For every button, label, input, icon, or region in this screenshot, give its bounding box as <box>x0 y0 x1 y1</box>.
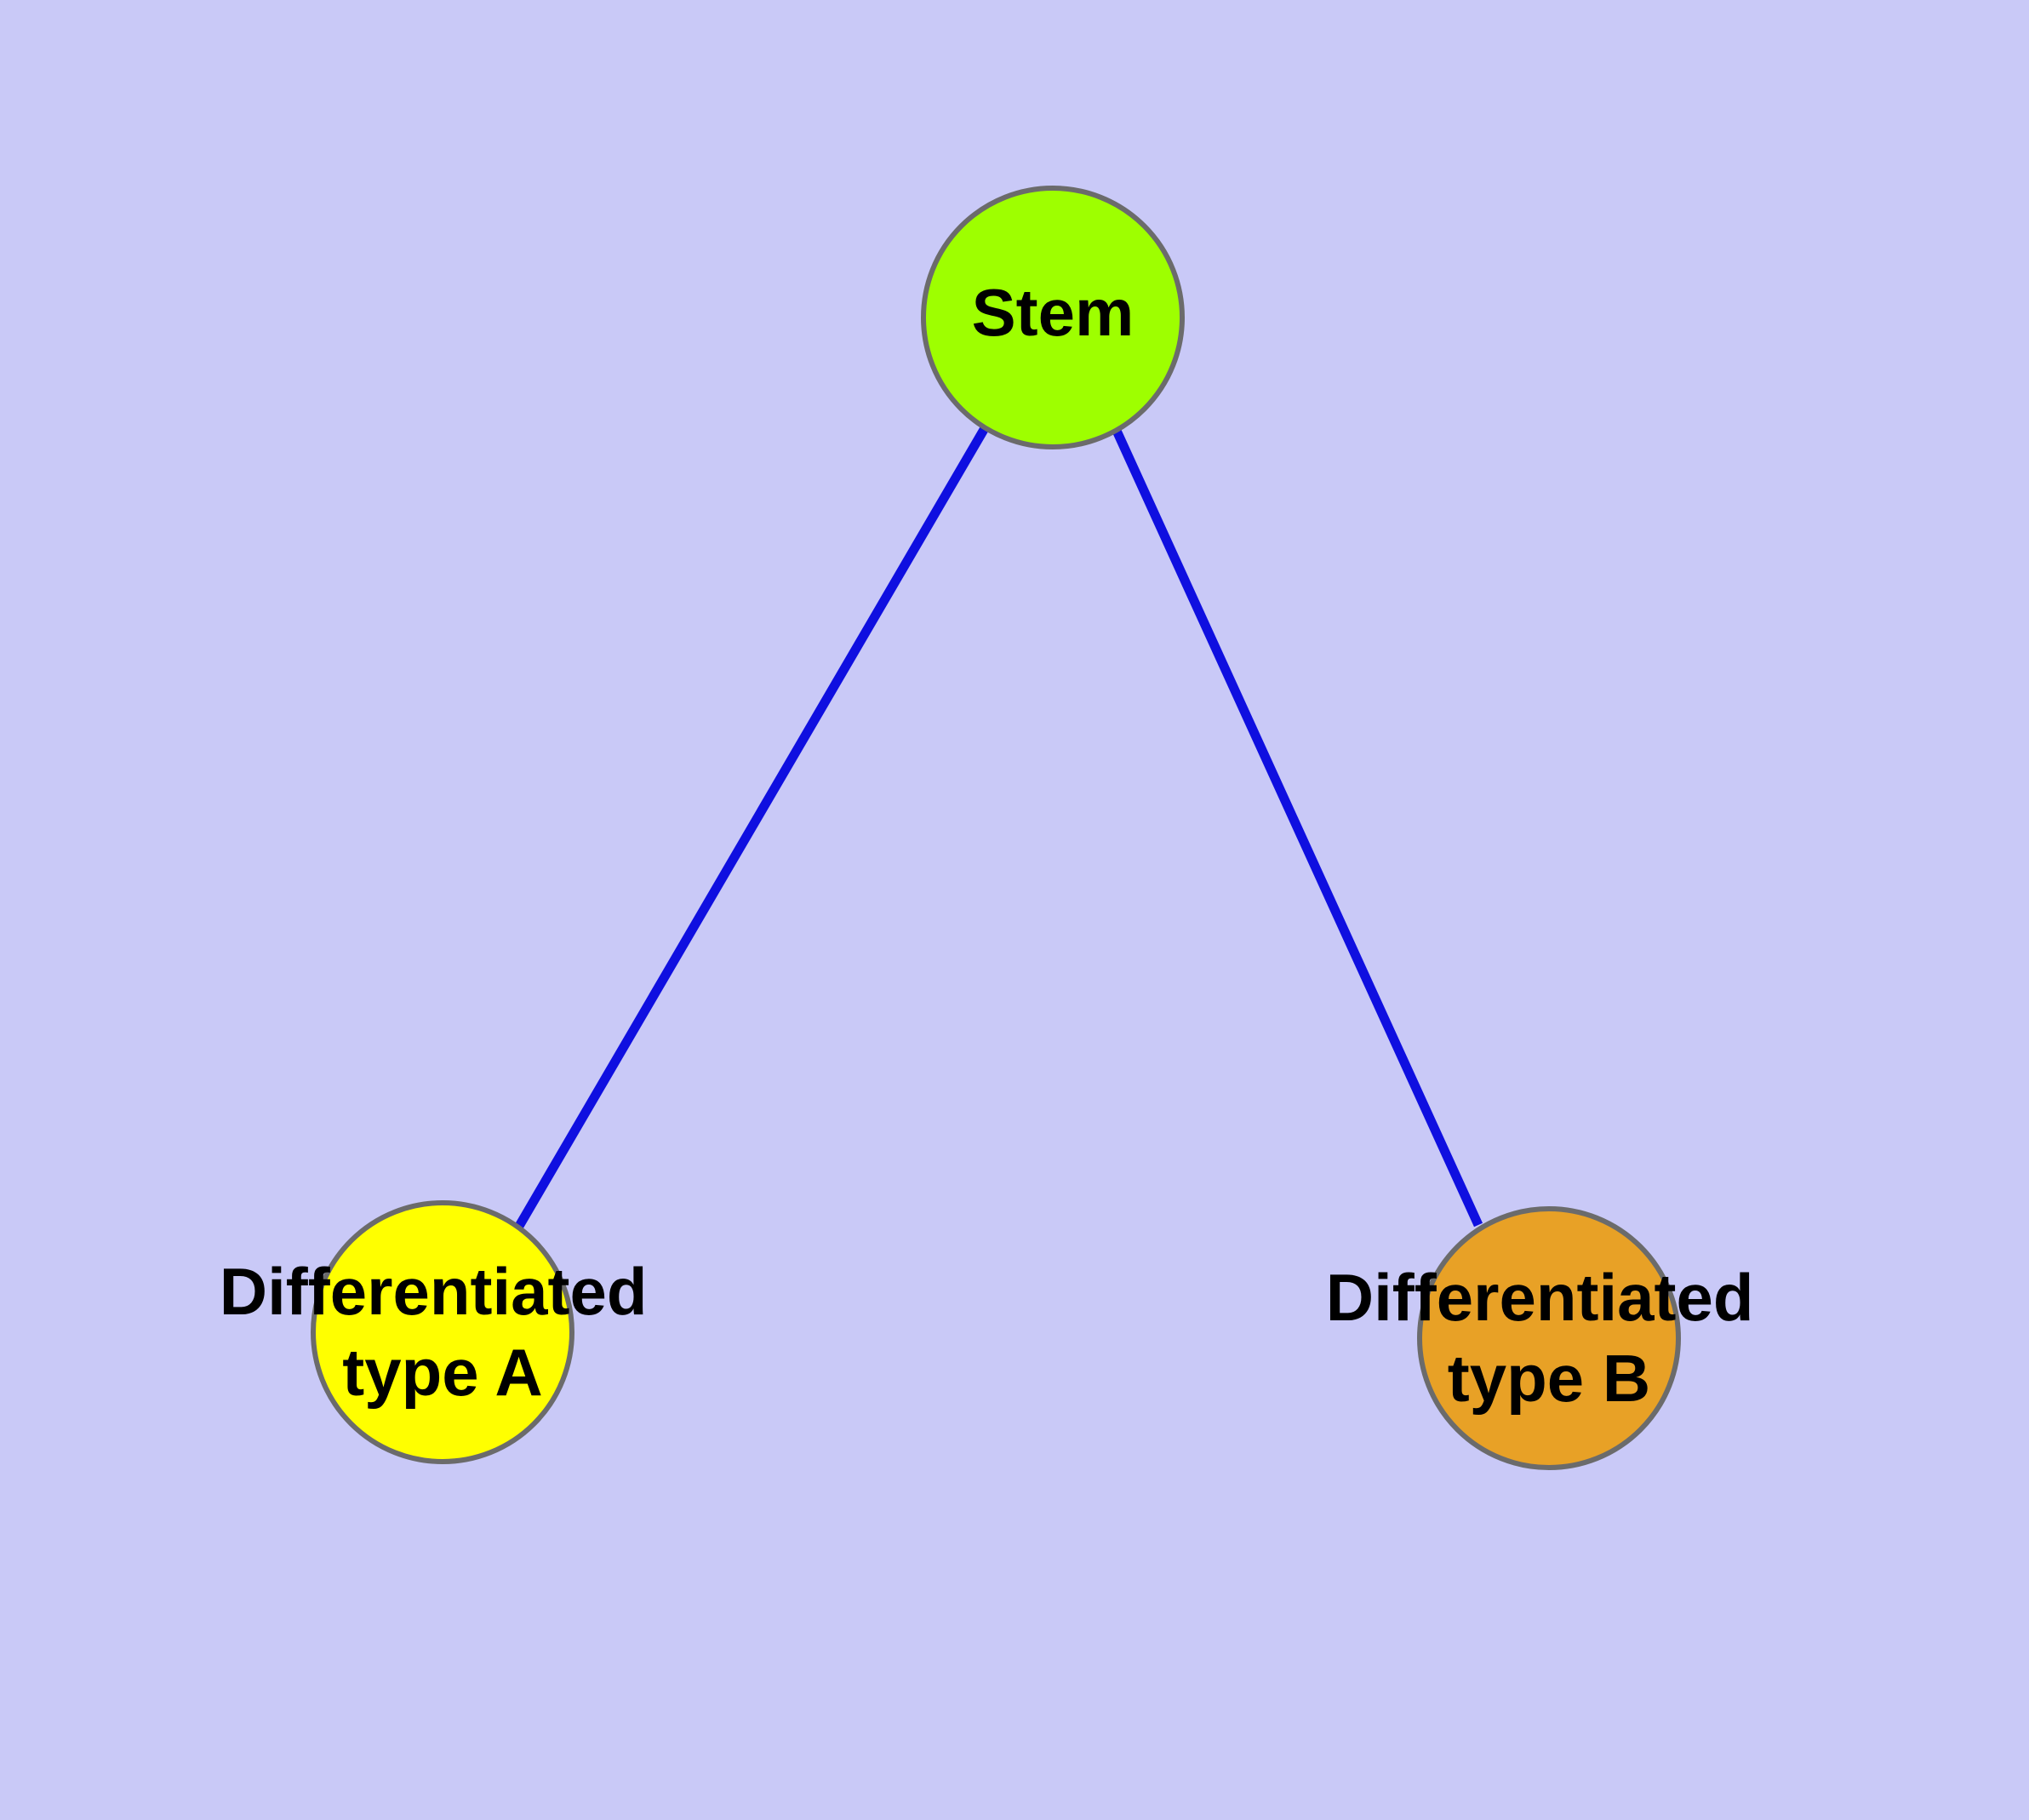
node-stem[interactable]: Stem <box>921 186 1185 449</box>
node-stem-label: Stem <box>972 275 1135 350</box>
node-differentiated-type-a[interactable]: Differentiated type A <box>220 1200 666 1464</box>
node-differentiated-type-a-circle[interactable] <box>311 1200 574 1464</box>
node-stem-label-line-1: Stem <box>972 275 1135 350</box>
node-differentiated-type-a-label-line-2: type A <box>342 1335 543 1410</box>
node-differentiated-type-b-circle[interactable] <box>1417 1206 1681 1470</box>
edge-stem-to-differentiated-type-a[interactable] <box>514 426 989 1230</box>
node-differentiated-type-a-label: Differentiated type A <box>220 1254 666 1410</box>
edge-stem-to-differentiated-type-b[interactable] <box>1112 428 1483 1228</box>
node-differentiated-type-b[interactable]: Differentiated type B <box>1326 1206 1772 1470</box>
edge-layer <box>514 426 1483 1230</box>
node-differentiated-type-b-label-line-1: Differentiated <box>1326 1260 1754 1335</box>
node-differentiated-type-a-label-line-1: Differentiated <box>220 1254 648 1329</box>
node-stem-circle[interactable] <box>921 186 1185 449</box>
node-layer: Stem Differentiated type A Differentiate… <box>220 186 1772 1470</box>
node-differentiated-type-b-label: Differentiated type B <box>1326 1260 1772 1416</box>
node-differentiated-type-b-label-line-2: type B <box>1448 1341 1650 1416</box>
